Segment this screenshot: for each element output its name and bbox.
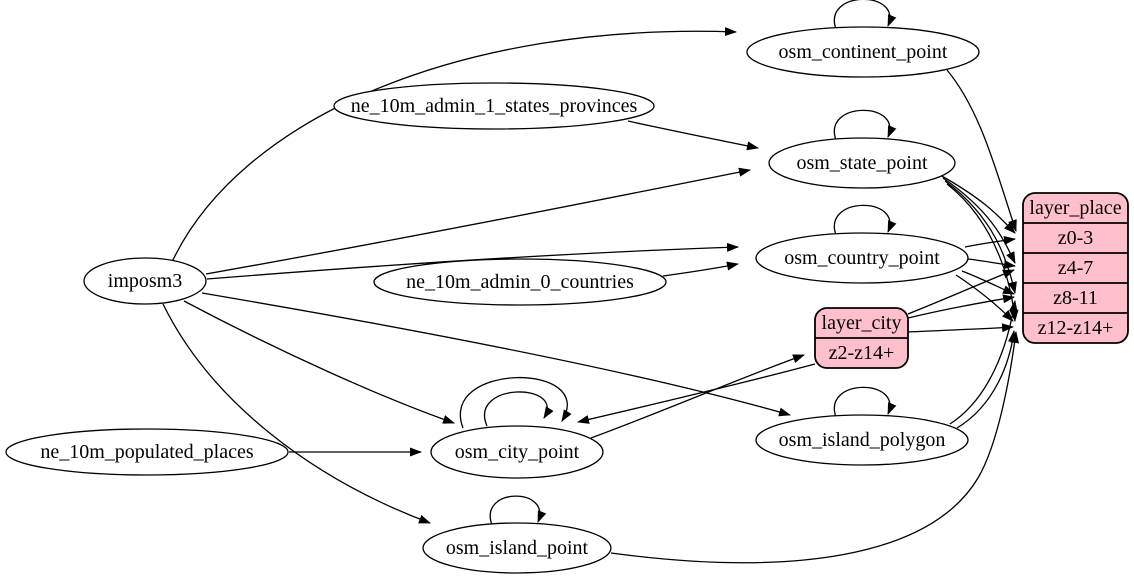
edge-ne_10m_admin_0_countries-to-osm_country_point <box>662 261 739 277</box>
edge-osm_city_point-to-osm_city_point-self <box>459 376 572 429</box>
table-ellipse <box>755 232 969 284</box>
table-label: osm_continent_point <box>779 41 948 63</box>
edge-osm_city_point-to-layer_city-z2-z14+ <box>590 354 805 439</box>
table-ellipse <box>430 425 604 479</box>
edge-layer_city-to-layer_place-z4-7 <box>907 269 1015 315</box>
zoom-row-label: z12-z14+ <box>1038 317 1114 339</box>
edge-imposm3-to-osm_state_point <box>205 167 751 275</box>
layer-title: layer_place <box>1029 197 1121 219</box>
table-label: ne_10m_admin_0_countries <box>406 271 634 293</box>
table-ellipse <box>373 258 667 306</box>
table-ellipse <box>83 257 207 305</box>
edge-layer_city-to-layer_place-z8-11 <box>907 294 1015 319</box>
table-node-ne_10m_admin_0_countries: ne_10m_admin_0_countries <box>373 258 667 306</box>
edge-osm_island_polygon-to-osm_island_polygon-self <box>833 386 897 418</box>
layer-box <box>1022 192 1129 344</box>
edge-layer_city-to-osm_city_point <box>577 363 816 424</box>
table-label: osm_state_point <box>796 152 928 174</box>
table-node-osm_state_point: osm_state_point <box>768 137 956 189</box>
table-ellipse <box>5 428 289 476</box>
edge-osm_country_point-to-osm_country_point-self <box>833 204 897 236</box>
table-ellipse <box>768 137 956 189</box>
edge-osm_continent_point-to-osm_continent_point-self <box>833 0 897 30</box>
table-node-osm_city_point: osm_city_point <box>430 425 604 479</box>
edge-imposm3-to-osm_country_point <box>206 242 739 280</box>
table-ellipse <box>333 82 655 130</box>
table-label: osm_island_polygon <box>779 429 946 451</box>
edge-osm_state_point-to-layer_place-z8-11 <box>944 180 1017 294</box>
layer-node-layer_place: layer_place z0-3 z4-7 z8-11 z12-z14+ <box>1022 192 1129 344</box>
edge-osm_state_point-to-osm_state_point-self <box>833 109 897 141</box>
table-label: ne_10m_admin_1_states_provinces <box>351 95 638 117</box>
edge-osm_state_point-to-layer_place-z0-3 <box>939 174 1016 234</box>
table-ellipse <box>746 26 980 78</box>
table-label: imposm3 <box>108 270 182 292</box>
edge-osm_continent_point-to-layer_place-z0-3 <box>946 69 1017 232</box>
edge-osm_island_point-to-layer_place-z12-z14+ <box>610 331 1020 564</box>
layer-title: layer_city <box>822 312 902 334</box>
edge-imposm3-to-osm_city_point <box>183 300 455 424</box>
layer-node-layer_city: layer_city z2-z14+ <box>814 307 909 369</box>
edge-osm_island_polygon-to-layer_place-z12-z14+ <box>956 330 1018 429</box>
edge-imposm3-to-osm_continent_point <box>171 27 737 263</box>
edge-layer_city-to-layer_place-z12-z14+ <box>907 323 1014 333</box>
table-node-osm_country_point: osm_country_point <box>755 232 969 284</box>
table-node-osm_island_point: osm_island_point <box>422 522 612 574</box>
table-node-osm_continent_point: osm_continent_point <box>746 26 980 78</box>
edge-osm_country_point-to-layer_place-z4-7 <box>967 258 1016 270</box>
edge-osm_island_polygon-to-layer_place-z8-11 <box>949 300 1018 425</box>
table-node-imposm3: imposm3 <box>83 257 207 305</box>
table-label: osm_city_point <box>455 441 580 463</box>
zoom-row-label: z8-11 <box>1053 287 1098 309</box>
zoom-row-label: z0-3 <box>1058 227 1094 249</box>
table-node-ne_10m_populated_places: ne_10m_populated_places <box>5 428 289 476</box>
edge-osm_island_point-to-osm_island_point-self <box>489 495 547 526</box>
table-label: osm_island_point <box>446 537 589 559</box>
table-ellipse <box>755 414 969 466</box>
table-node-ne_10m_admin_1_states_provinces: ne_10m_admin_1_states_provinces <box>333 82 655 130</box>
edge-imposm3-to-osm_island_point <box>162 303 431 524</box>
edge-osm_state_point-to-layer_place-z4-7 <box>942 177 1016 264</box>
table-ellipse <box>422 522 612 574</box>
zoom-row-label: z2-z14+ <box>829 342 895 364</box>
edge-ne_10m_admin_1_states_provinces-to-osm_state_point <box>627 120 759 151</box>
edge-osm_country_point-to-layer_place-z8-11 <box>961 270 1015 295</box>
edge-osm_country_point-to-layer_place-z0-3 <box>964 235 1016 248</box>
edge-osm_city_point-to-osm_city_point-self <box>483 391 554 427</box>
zoom-row-label: z4-7 <box>1058 257 1094 279</box>
table-label: osm_country_point <box>784 247 940 269</box>
table-node-osm_island_polygon: osm_island_polygon <box>755 414 969 466</box>
table-label: ne_10m_populated_places <box>40 441 253 463</box>
edge-imposm3-to-osm_island_polygon <box>201 292 791 417</box>
